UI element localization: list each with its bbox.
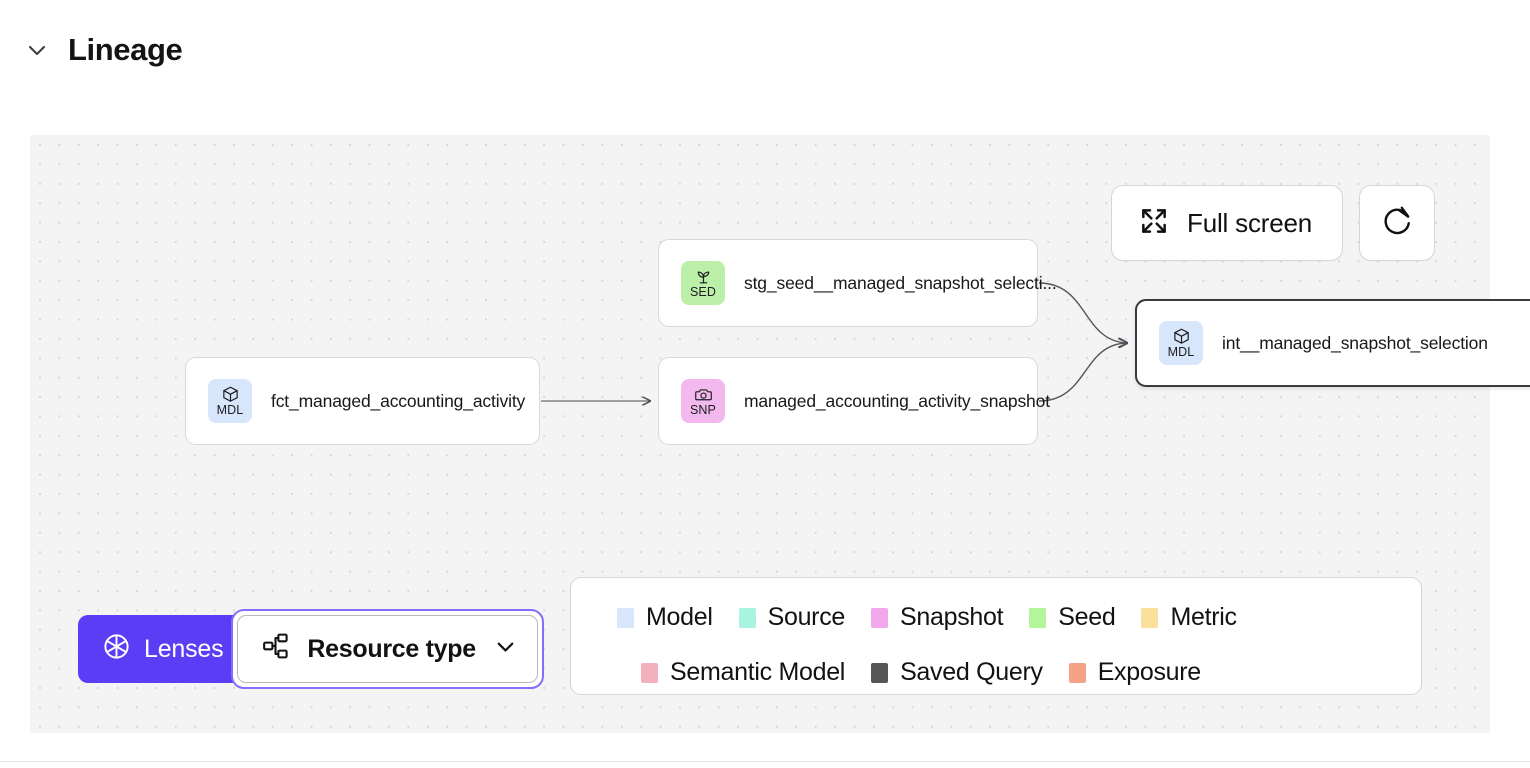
lineage-node-label: managed_accounting_activity_snapshot: [744, 390, 1050, 411]
legend-item-seed: Seed: [1029, 603, 1116, 632]
legend-label-saved-query: Saved Query: [900, 658, 1043, 686]
legend-swatch-seed: [1029, 607, 1047, 628]
refresh-button[interactable]: [1359, 185, 1435, 261]
legend-swatch-metric: [1141, 607, 1159, 628]
edge-snapshot-to-int: [1038, 343, 1127, 402]
lineage-node-int-managed-snapshot-selection[interactable]: MDL int__managed_snapshot_selection: [1135, 299, 1530, 387]
lineage-node-label: fct_managed_accounting_activity: [271, 390, 526, 411]
lenses-button[interactable]: Lenses: [78, 615, 246, 683]
lineage-node-stg-seed-managed-snapshot-selection[interactable]: SED stg_seed__managed_snapshot_selecti..…: [658, 239, 1057, 327]
node-badge-seed: SED: [681, 261, 725, 305]
resource-type-label: Resource type: [307, 634, 476, 663]
lenses-control-group: Lenses Resource type: [78, 609, 544, 689]
cube-icon: [221, 385, 240, 404]
canvas-toolbar: Full screen: [1111, 185, 1435, 261]
node-badge-model: MDL: [1159, 321, 1203, 365]
legend-row-secondary: Semantic Model Saved Query Exposure: [617, 653, 1391, 692]
refresh-icon: [1380, 204, 1414, 243]
legend-label-snapshot: Snapshot: [900, 603, 1004, 631]
legend-swatch-model: [617, 607, 634, 628]
lineage-header: Lineage: [24, 26, 183, 74]
lineage-node-managed-accounting-activity-snapshot[interactable]: SNP managed_accounting_activity_snapshot: [658, 357, 1050, 445]
lineage-node-fct-managed-accounting-activity[interactable]: MDL fct_managed_accounting_activity: [185, 357, 540, 445]
legend-swatch-semantic-model: [641, 662, 658, 683]
lineage-canvas[interactable]: Full screen MDL fct_managed_accounting_a…: [30, 135, 1530, 733]
legend-item-model: Model: [617, 603, 713, 632]
camera-icon: [694, 385, 713, 404]
legend-label-seed: Seed: [1058, 603, 1116, 631]
legend-item-metric: Metric: [1141, 603, 1237, 632]
chevron-down-icon: [492, 633, 519, 665]
node-badge-snapshot: SNP: [681, 379, 725, 423]
page-title: Lineage: [68, 32, 183, 67]
resource-type-dropdown[interactable]: Resource type: [237, 615, 538, 683]
sprout-icon: [694, 267, 713, 286]
hierarchy-icon: [260, 631, 291, 667]
node-badge-code: MDL: [216, 403, 244, 417]
bottom-divider: [0, 761, 1530, 762]
legend-item-saved-query: Saved Query: [871, 658, 1043, 687]
lineage-node-label: stg_seed__managed_snapshot_selecti...: [744, 272, 1057, 293]
legend-swatch-saved-query: [871, 662, 889, 683]
legend-swatch-source: [738, 607, 756, 628]
legend-label-exposure: Exposure: [1097, 658, 1202, 686]
lenses-label: Lenses: [144, 634, 224, 663]
lineage-node-label: int__managed_snapshot_selection: [1222, 332, 1488, 353]
node-badge-code: SED: [689, 285, 716, 299]
legend-label-source: Source: [767, 603, 846, 631]
legend-item-source: Source: [738, 603, 846, 632]
node-badge-code: MDL: [1167, 345, 1195, 359]
edge-seed-to-int: [1038, 282, 1127, 343]
full-screen-button[interactable]: Full screen: [1111, 185, 1343, 261]
chevron-down-icon[interactable]: [24, 37, 50, 63]
legend-swatch-exposure: [1068, 662, 1086, 683]
aperture-icon: [102, 632, 131, 666]
lineage-edges: [541, 282, 1490, 733]
cube-icon: [1172, 327, 1191, 346]
legend-swatch-snapshot: [871, 607, 889, 628]
node-badge-code: SNP: [689, 403, 716, 417]
lineage-legend: Model Source Snapshot Seed Metric: [570, 577, 1422, 695]
legend-label-metric: Metric: [1170, 603, 1237, 631]
node-badge-model: MDL: [208, 379, 252, 423]
legend-row-primary: Model Source Snapshot Seed Metric: [617, 598, 1391, 637]
legend-item-snapshot: Snapshot: [871, 603, 1004, 632]
full-screen-label: Full screen: [1187, 207, 1312, 238]
expand-icon: [1138, 205, 1170, 242]
resource-type-focus-ring: Resource type: [231, 609, 544, 689]
legend-label-model: Model: [646, 603, 713, 631]
legend-label-semantic-model: Semantic Model: [670, 658, 846, 686]
legend-item-semantic-model: Semantic Model: [641, 658, 845, 687]
legend-item-exposure: Exposure: [1068, 658, 1202, 687]
